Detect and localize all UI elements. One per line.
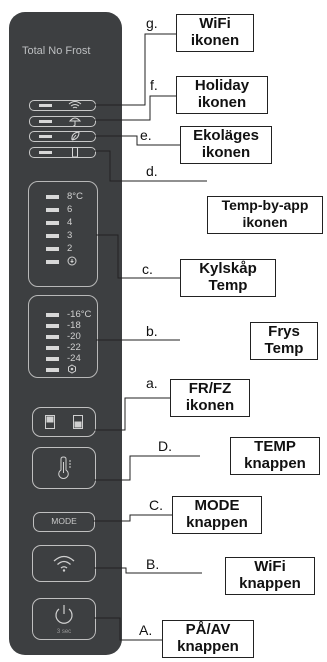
callout-label-fr-fz-icon: FR/FZ ikonen: [170, 379, 250, 417]
callout-letter-c: c.: [142, 261, 153, 277]
callout-letter-b: b.: [146, 323, 158, 339]
freezer-symbol-icon: [68, 364, 76, 374]
temp-button[interactable]: [32, 447, 96, 489]
freezer-temp-label: -22: [67, 342, 81, 353]
freezer-temp-group: -16°C -18 -20 -22 -24: [28, 295, 98, 378]
callout-label-eco-icon: Ekoläges ikonen: [180, 126, 272, 164]
callout-label-fridge-temp: Kylskåp Temp: [180, 259, 276, 297]
wifi-icon: [53, 555, 75, 572]
temp-by-app-indicator-row: [29, 147, 96, 158]
freezer-compartment-icon: [73, 415, 83, 429]
fridge-temp-label: 3: [67, 230, 73, 241]
callout-letter-d: d.: [146, 163, 158, 179]
thermometer-icon: [58, 456, 71, 480]
callout-letter-D: D.: [158, 438, 172, 454]
fridge-compartment-icon: [45, 415, 55, 429]
callout-label-mode-button: MODE knappen: [172, 496, 262, 534]
fridge-temp-label: 4: [67, 217, 73, 228]
callout-label-wifi-icon: WiFi ikonen: [176, 14, 254, 52]
fridge-symbol-icon: [67, 256, 77, 266]
mode-button-label: MODE: [51, 516, 77, 526]
mode-button[interactable]: MODE: [33, 512, 95, 532]
power-hold-caption: 3 sec: [56, 629, 72, 635]
wifi-icon: [68, 101, 82, 109]
callout-letter-A: A.: [139, 622, 153, 638]
power-icon: [55, 605, 73, 624]
callout-label-temp-button: TEMP knappen: [230, 437, 320, 475]
freezer-temp-label: -24: [67, 353, 81, 364]
callout-letter-g: g.: [146, 15, 158, 31]
control-panel: [9, 12, 122, 655]
callout-label-power-button: PÅ/AV knappen: [162, 620, 254, 658]
fr-fz-indicator: [32, 407, 96, 437]
callout-letter-e: e.: [140, 127, 152, 143]
callout-letter-C: C.: [149, 497, 163, 513]
freezer-temp-label: -16°C: [67, 309, 92, 320]
wifi-button[interactable]: [32, 545, 96, 582]
fridge-temp-group: 8°C 6 4 3 2: [28, 181, 98, 287]
leaf-icon: [71, 131, 80, 141]
fridge-temp-label: 8°C: [67, 191, 83, 202]
callout-label-holiday-icon: Holiday ikonen: [176, 76, 268, 114]
fridge-temp-label: 2: [67, 243, 73, 254]
freezer-temp-label: -20: [67, 331, 81, 342]
phone-icon: [72, 147, 78, 158]
callout-letter-f: f.: [150, 77, 158, 93]
callout-label-temp-by-app-icon: Temp-by-app ikonen: [207, 196, 323, 234]
umbrella-icon: [68, 117, 82, 126]
holiday-indicator-row: [29, 116, 96, 127]
freezer-temp-label: -18: [67, 320, 81, 331]
callout-letter-a: a.: [146, 375, 158, 391]
callout-letter-B: B.: [146, 556, 160, 572]
brand-label: Total No Frost: [22, 45, 91, 57]
callout-label-wifi-button: WiFi knappen: [225, 557, 315, 595]
callout-label-freezer-temp: Frys Temp: [250, 322, 318, 360]
power-button[interactable]: 3 sec: [32, 598, 96, 640]
fridge-temp-label: 6: [67, 204, 73, 215]
